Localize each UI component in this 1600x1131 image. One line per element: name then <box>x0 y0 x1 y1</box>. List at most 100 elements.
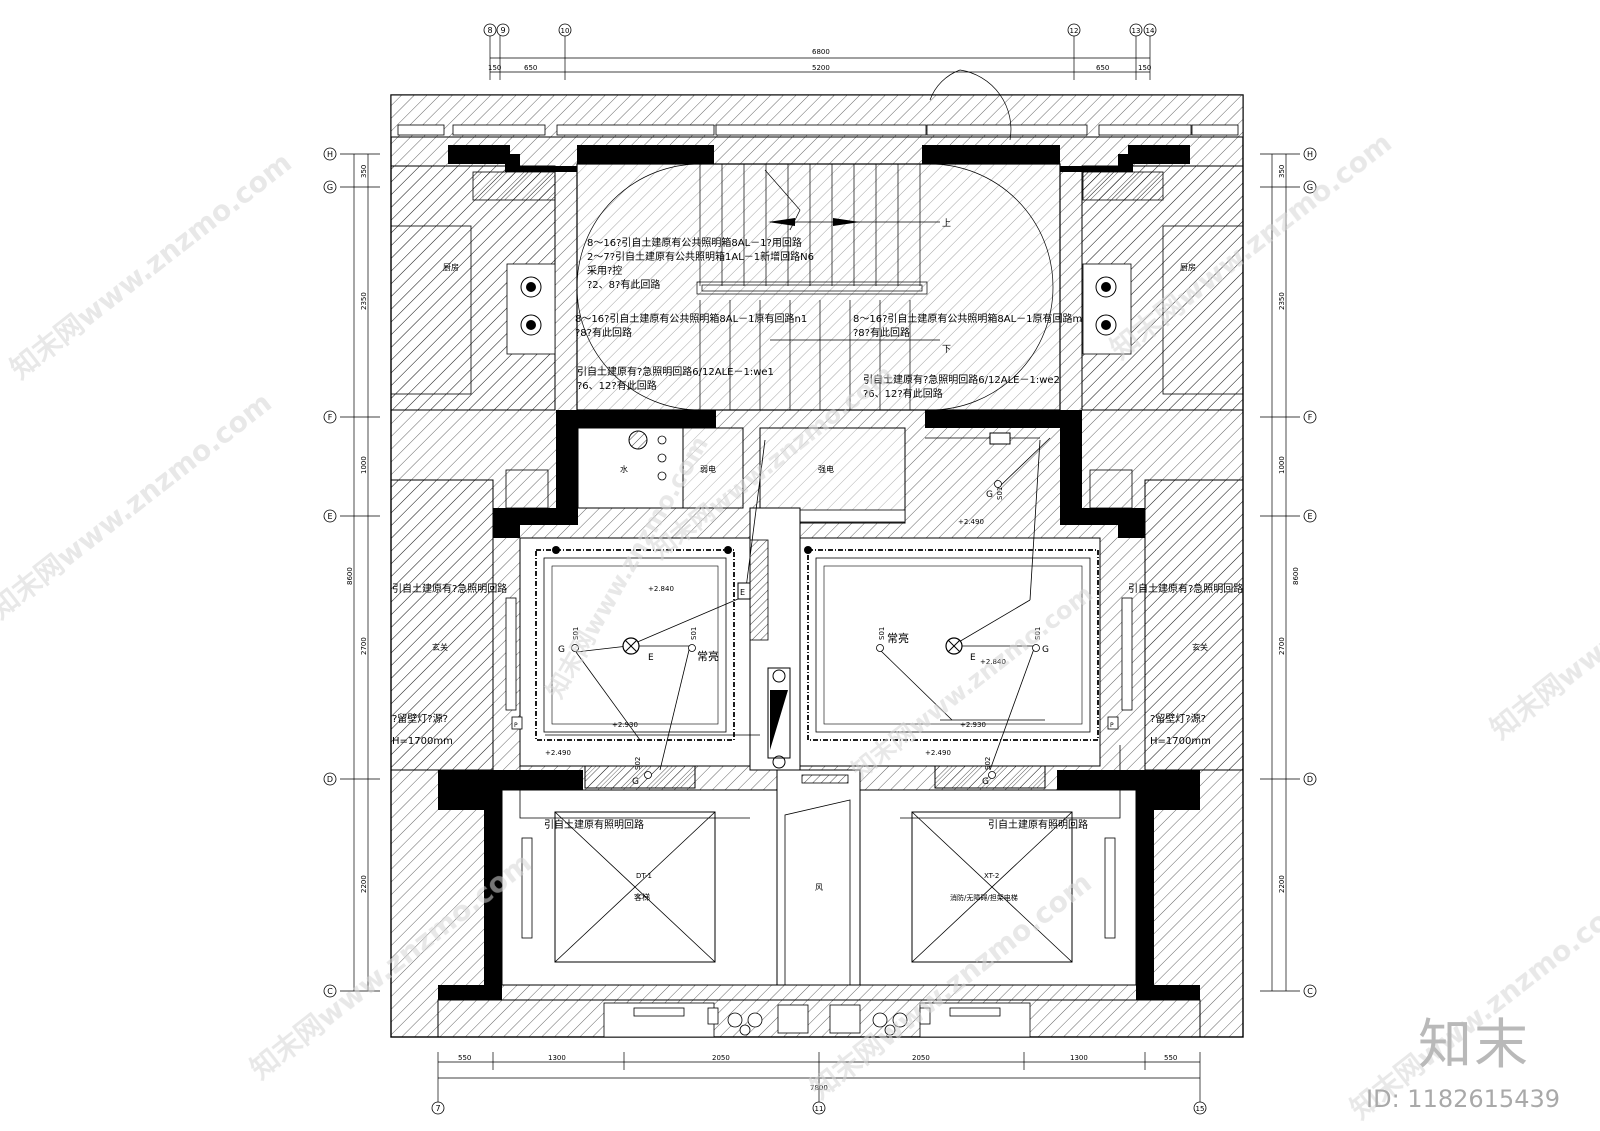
image-id-label: ID: 1182615439 <box>1366 1085 1560 1113</box>
wind-shaft <box>776 769 861 986</box>
level-2490-1: +2.490 <box>958 518 984 526</box>
bottom-facade <box>437 999 1201 1038</box>
g-label-3: G <box>986 490 993 500</box>
note-h-left: H=1700mm <box>392 736 453 747</box>
dim-right-4: 2700 <box>1278 637 1286 655</box>
grid-right-c: C <box>1307 987 1313 996</box>
elevator-1-code: DT-1 <box>636 872 652 880</box>
note-11: 引自土建原有?急照明回路6/12ALE－1:we2 <box>863 373 1060 386</box>
dim-left-2: 2350 <box>360 292 368 310</box>
wind-label: 风 <box>815 883 823 892</box>
switch-labels: S01 S01 S01 S01 S01 S02 S02 <box>572 487 1042 770</box>
grid-left-c: C <box>327 987 333 996</box>
dim-left-3: 1000 <box>360 456 368 474</box>
elevator-1-name: 客梯 <box>634 892 650 902</box>
strong-elec-label: 强电 <box>818 464 834 474</box>
note-light-left: 引自土建原有照明回路 <box>544 818 644 831</box>
elevator-1-door <box>584 765 696 789</box>
dim-top-5: 150 <box>1138 64 1151 72</box>
weak-elec-label: 弱电 <box>700 464 716 474</box>
kitchen-right-label: 厨房 <box>1180 262 1196 272</box>
dim-bottom-1: 550 <box>458 1054 471 1062</box>
dim-bottom-2: 1300 <box>548 1054 566 1062</box>
foyer-left-label: 玄关 <box>432 642 448 652</box>
note-emergency-right: 引自土建原有?急照明回路 <box>1128 582 1243 595</box>
grid-bottom-15: 15 <box>1196 1105 1205 1113</box>
dim-right-1: 350 <box>1278 165 1286 178</box>
socket-p-right <box>1107 716 1119 730</box>
socket-p-left <box>511 716 523 730</box>
e-label-1: E <box>648 653 654 663</box>
watermark-4: 知末网www.znzmo.com <box>1484 506 1600 746</box>
dim-left-5: 2200 <box>360 875 368 893</box>
kitchen-left-label: 厨房 <box>443 262 459 272</box>
g-label-2: G <box>1042 645 1049 655</box>
level-2490-3: +2.490 <box>925 749 951 757</box>
grid-bottom-11: 11 <box>815 1105 824 1113</box>
grid-right-g: G <box>1307 183 1313 192</box>
dim-left-total: 8600 <box>346 567 354 585</box>
level-2840-1: +2.840 <box>648 585 674 593</box>
dim-bottom-5: 1300 <box>1070 1054 1088 1062</box>
grid-right-h: H <box>1307 150 1313 159</box>
grid-right-e: E <box>1307 512 1312 521</box>
dim-bottom-total: 7800 <box>810 1084 828 1092</box>
s01-label-4: S01 <box>1034 627 1042 640</box>
always-on-label-2: 常亮 <box>887 631 909 645</box>
stair-up-label: 上 <box>942 218 951 229</box>
annotation-notes: 8～16?引自土建原有公共照明箱8AL－1?用回路 2～7?引自土建原有公共照明… <box>392 236 1243 831</box>
ceiling-right <box>807 549 1099 741</box>
s02-label-2: S02 <box>984 757 992 770</box>
dim-bottom-6: 550 <box>1164 1054 1177 1062</box>
dim-top-1: 150 <box>488 64 501 72</box>
level-2930-2: +2.930 <box>960 721 986 729</box>
dim-top-total: 6800 <box>812 48 830 56</box>
grid-left-f: F <box>328 413 333 422</box>
note-1: 8～16?引自土建原有公共照明箱8AL－1?用回路 <box>587 236 802 249</box>
grid-top-8: 8 <box>487 26 492 35</box>
note-wall-right: ?留壁灯?源? <box>1150 712 1206 725</box>
g-label-4: G <box>632 777 639 787</box>
dim-top-4: 650 <box>1096 64 1109 72</box>
grid-right-f: F <box>1308 413 1313 422</box>
level-2930-1: +2.930 <box>612 721 638 729</box>
watermark-1: 知末网www.znzmo.com <box>4 146 298 386</box>
circuit-lines <box>519 437 1121 819</box>
dim-left-1: 350 <box>360 165 368 178</box>
dim-bottom-3: 2050 <box>712 1054 730 1062</box>
note-2: 2～7?引自土建原有公共照明箱1AL－1新增回路N6 <box>587 250 814 263</box>
dimension-texts: 6800 150 650 5200 650 150 7800 550 1300 … <box>346 48 1300 1092</box>
note-h-right: H=1700mm <box>1150 736 1211 747</box>
foyer-right-label: 玄关 <box>1192 642 1208 652</box>
grid-left-g: G <box>327 183 333 192</box>
emergency-box-e-label: E <box>740 588 745 597</box>
grid-bubbles: 8 9 10 12 13 14 7 11 15 H G F E D C H G … <box>323 23 1317 1115</box>
dim-right-5: 2200 <box>1278 875 1286 893</box>
grid-left-h: H <box>327 150 333 159</box>
foyer-right <box>1144 479 1244 771</box>
stair-down-label: 下 <box>942 345 951 355</box>
dim-right-2: 2350 <box>1278 292 1286 310</box>
elevator-2 <box>859 789 1137 986</box>
note-7: 8～16?引自土建原有公共照明箱8AL－1原有回路m <box>853 312 1082 325</box>
elevator-2-name: 消防/无障碍/担架电梯 <box>950 893 1018 902</box>
switch-symbols <box>571 480 1040 779</box>
panel-box <box>989 432 1011 445</box>
dim-top-2: 650 <box>524 64 537 72</box>
socket-p-right-label: P <box>1110 722 1114 729</box>
s01-label-5: S01 <box>996 487 1004 500</box>
grid-top-12: 12 <box>1070 27 1079 35</box>
facade-windows <box>397 124 1239 136</box>
brand-logo: 知末 <box>1418 1013 1530 1076</box>
g-label-1: G <box>558 645 565 655</box>
grid-top-14: 14 <box>1146 27 1155 35</box>
dim-right-3: 1000 <box>1278 456 1286 474</box>
note-12: ?6、12?有此回路 <box>863 387 943 400</box>
note-4: ?2、8?有此回路 <box>587 278 660 291</box>
note-9: 引自土建原有?急照明回路6/12ALE－1:we1 <box>577 365 774 378</box>
socket-p-left-label: P <box>514 722 518 729</box>
ceiling-light-right <box>945 637 963 655</box>
dim-top-3: 5200 <box>812 64 830 72</box>
note-emergency-left: 引自土建原有?急照明回路 <box>392 582 507 595</box>
